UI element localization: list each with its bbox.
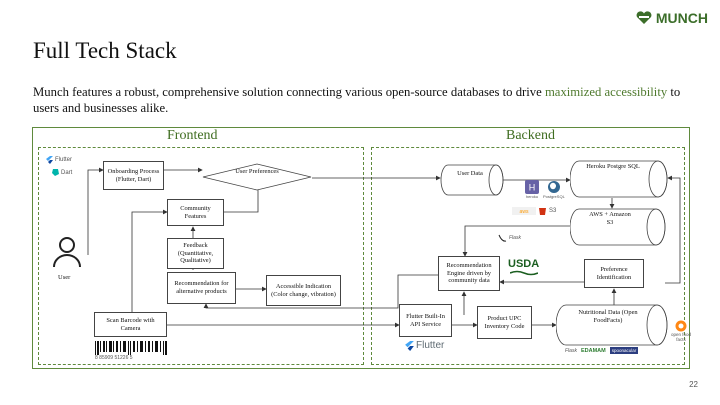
user-data-label: User Data — [457, 170, 483, 177]
page-subtitle: Munch features a robust, comprehensive s… — [33, 84, 693, 116]
flutter-logo-backend: Flutter — [405, 340, 444, 351]
flask-logo-1: Flask — [497, 233, 521, 243]
edamam-text: EDAMAM — [580, 347, 606, 354]
subtitle-highlight: maximized accessibility — [544, 85, 668, 99]
svg-text:aws: aws — [520, 209, 529, 215]
s3-logos: aws S3 — [512, 207, 556, 215]
postgres-text: PostgreSQL — [543, 194, 565, 199]
heroku-cylinder — [570, 160, 668, 198]
user-icon — [53, 237, 81, 268]
frontend-label: Frontend — [167, 128, 218, 143]
preferences-label: User Preferences — [235, 168, 279, 175]
openfoodfacts-icon — [675, 320, 687, 332]
aws-icon: aws — [512, 207, 536, 215]
dart-text: Dart — [61, 169, 73, 176]
openfoodfacts-text: open food facts — [670, 332, 692, 342]
scan-barcode-box: Scan Barcode with Camera — [94, 312, 167, 337]
elephant-icon — [547, 181, 560, 193]
flutter-logo: Flutter — [46, 156, 72, 164]
dart-logo: Dart — [52, 169, 72, 176]
backend-label: Backend — [506, 128, 555, 143]
flutter-api-box: Flutter Built-In API Service — [399, 304, 452, 337]
spoonacular-text: spoonacular — [609, 347, 639, 354]
aws-label: AWS + Amazon S3 — [589, 211, 631, 226]
flutter-text: Flutter — [55, 157, 73, 163]
brand-logo: MUNCH — [635, 10, 708, 26]
api-logos: Flask EDAMAM spoonacular — [565, 347, 639, 354]
heroku-logo: H heroku — [525, 180, 539, 199]
flutter-text-backend: Flutter — [416, 340, 445, 351]
onboarding-box: Onboarding Process (Flutter, Dart) — [103, 161, 164, 190]
feedback-box: Feedback (Quantitative, Qualitative) — [167, 238, 224, 269]
nutrition-label: Nutritional Data (Open FoodFacts) — [578, 309, 638, 324]
usda-text: USDA — [508, 258, 540, 270]
nutrition-cylinder — [556, 304, 668, 346]
flask-icon — [498, 234, 507, 242]
user-data-cylinder — [440, 164, 504, 196]
flask-text-1: Flask — [509, 235, 521, 241]
page-title: Full Tech Stack — [33, 38, 177, 63]
frontend-panel — [38, 147, 364, 365]
barcode-icon — [95, 341, 167, 355]
user-label: User — [58, 274, 71, 281]
backend-panel — [371, 147, 685, 365]
subtitle-end: to users and businesses alike. — [33, 85, 681, 115]
svg-text:H: H — [529, 183, 536, 193]
barcode-digits: 8 85909 51226 5 — [95, 355, 133, 361]
brand-name: MUNCH — [655, 10, 708, 26]
aws-cylinder — [570, 208, 666, 246]
subtitle-text: Munch features a robust, comprehensive s… — [33, 85, 545, 99]
s3-text: S3 — [549, 208, 557, 214]
flutter-icon-backend — [405, 340, 414, 351]
postgres-logo: PostgreSQL — [543, 180, 565, 199]
dart-icon — [52, 169, 59, 176]
preference-id-box: Preference Identification — [584, 259, 644, 288]
heroku-label: Heroku Postgre SQL — [586, 163, 640, 170]
flutter-icon — [46, 156, 53, 164]
page-number: 22 — [689, 380, 698, 389]
upc-box: Product UPC Inventory Code — [477, 306, 532, 339]
heroku-postgres-logos: H heroku PostgreSQL — [525, 180, 565, 199]
engine-box: Recommendation Engine driven by communit… — [438, 256, 500, 291]
usda-wave-icon — [509, 270, 538, 276]
preferences-diamond — [202, 163, 312, 191]
bucket-icon — [539, 208, 546, 215]
heroku-text: heroku — [525, 194, 539, 199]
accessible-box: Accessible Indication (Color change, vib… — [266, 275, 341, 306]
usda-logo: USDA — [508, 258, 539, 276]
heart-icon — [636, 11, 652, 24]
openfoodfacts-logo: open food facts — [670, 320, 692, 342]
flask-text-2: Flask — [565, 347, 577, 354]
community-box: Community Features — [167, 199, 224, 226]
diagram-frame — [32, 127, 690, 369]
recommendation-box: Recommendation for alternative products — [167, 272, 236, 304]
heroku-icon: H — [525, 180, 539, 194]
